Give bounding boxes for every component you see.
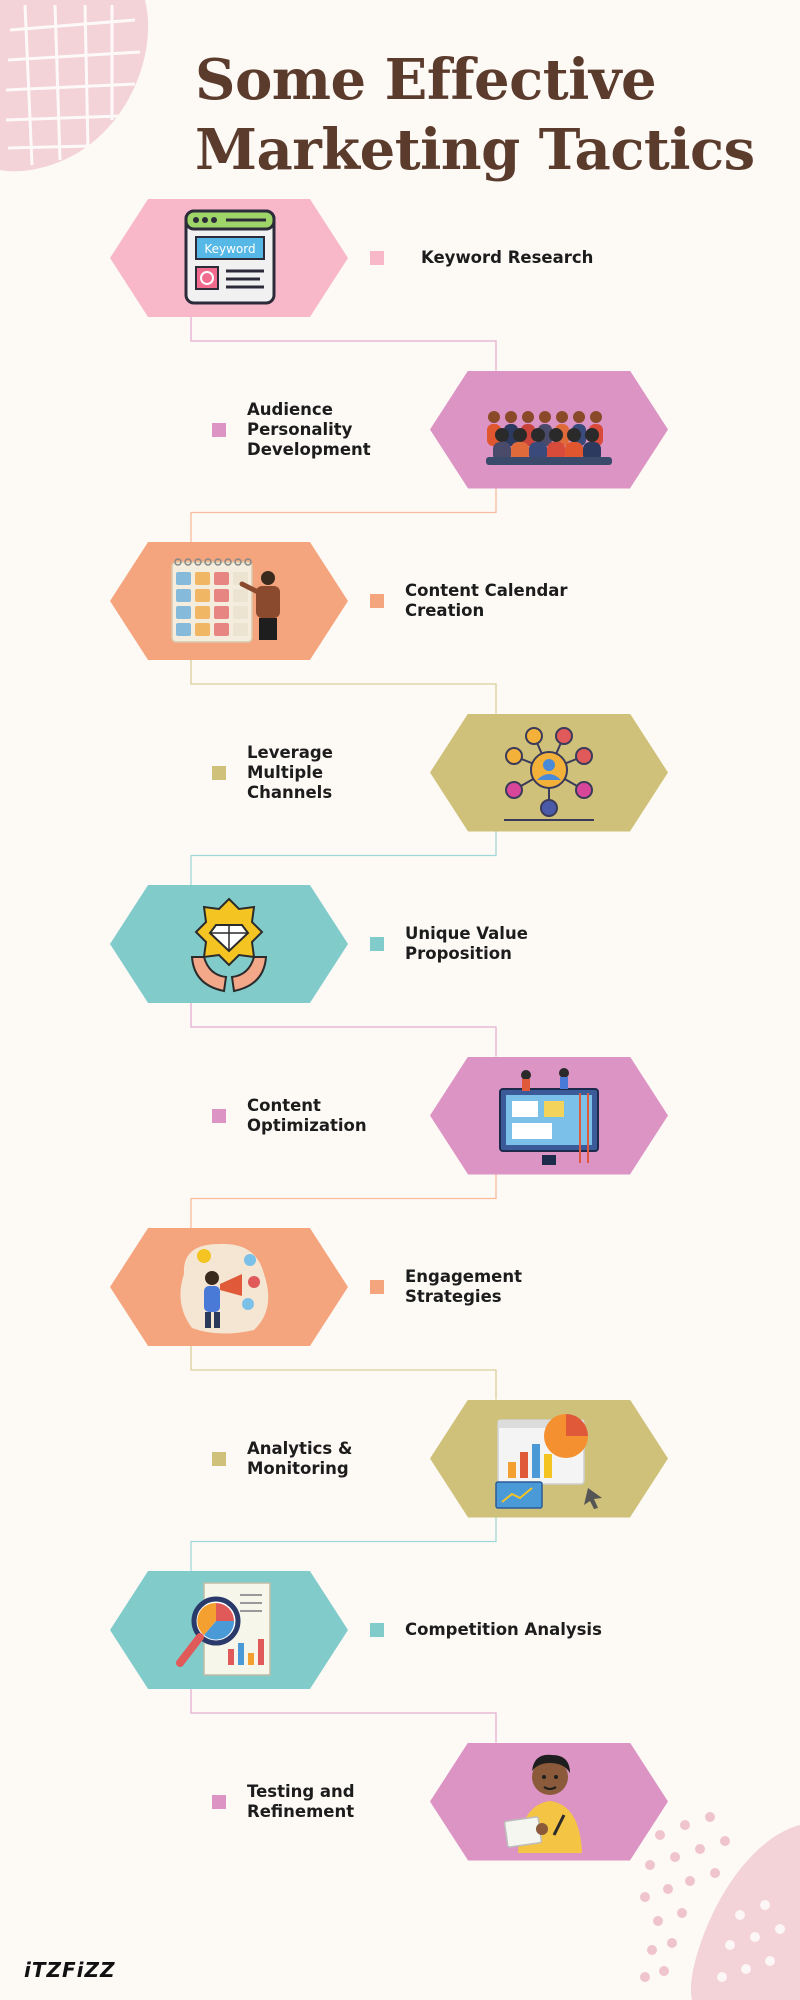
tactic-label: Content Optimization [247,1095,367,1135]
tactic-hexagon [110,542,348,660]
corner-decoration-bottom-right [640,1812,800,2000]
connector-line [190,488,497,542]
tactic-bullet [370,594,384,608]
connector-line [190,1003,497,1057]
tactic-bullet [370,1623,384,1637]
tactic-hexagon [430,1056,668,1175]
tactic-label: Engagement Strategies [405,1267,522,1306]
tactic-bullet [212,1794,226,1809]
megaphone-person-icon [180,1243,269,1334]
tactic-label: Leverage Multiple Channels [247,742,333,802]
channels-network-icon [504,726,594,821]
tactic-hexagon [430,370,668,489]
corner-decoration-top-left [0,0,149,172]
magnifier-report-icon [176,1582,271,1676]
title-line-1: Some Effective [195,47,657,113]
tactic-hexagon [110,1228,348,1346]
tactic-hexagon [110,885,348,1003]
tactic-hexagon [110,1571,348,1689]
tactic-hexagon [430,1742,668,1861]
keyword-browser-icon: Keyword [184,209,276,305]
tactic-bullet [212,422,226,437]
tactic-label: Analytics & Monitoring [247,1438,353,1478]
connector-line [190,831,497,885]
tactic-bullet [212,1451,226,1466]
tactic-label: Content Calendar Creation [405,581,568,620]
connector-line [190,1689,497,1743]
tactic-bullet [212,765,226,780]
connector-line [190,1346,497,1400]
tactic-bullet [370,1280,384,1294]
tactic-label: Testing and Refinement [247,1781,355,1821]
tactic-bullet [370,251,384,265]
connector-line [190,660,497,714]
tactic-hexagon [430,713,668,832]
tactic-label: Keyword Research [421,248,594,267]
content-screen-icon [499,1067,599,1165]
title-line-2: Marketing Tactics [195,117,755,183]
audience-icon [486,410,612,465]
tactic-hexagon [430,1399,668,1518]
calendar-icon [171,558,280,643]
connector-line [190,1517,497,1571]
tactic-label: Audience Personality Development [247,399,371,459]
tactic-bullet [212,1108,226,1123]
svg-text:Keyword: Keyword [204,242,255,256]
analytics-dashboard-icon [495,1413,602,1509]
connector-line [190,317,497,371]
diamond-hands-icon [190,897,268,993]
tactic-bullet [370,937,384,951]
connector-line [190,1174,497,1228]
page-title: Some Effective Marketing Tactics [195,45,755,185]
person-writing-icon [503,1754,582,1853]
tactic-hexagon: Keyword [110,199,348,317]
tactic-label: Unique Value Proposition [405,924,528,963]
tactic-label: Competition Analysis [405,1620,602,1639]
brand-logo: iTZFiZZ [24,1958,116,1982]
